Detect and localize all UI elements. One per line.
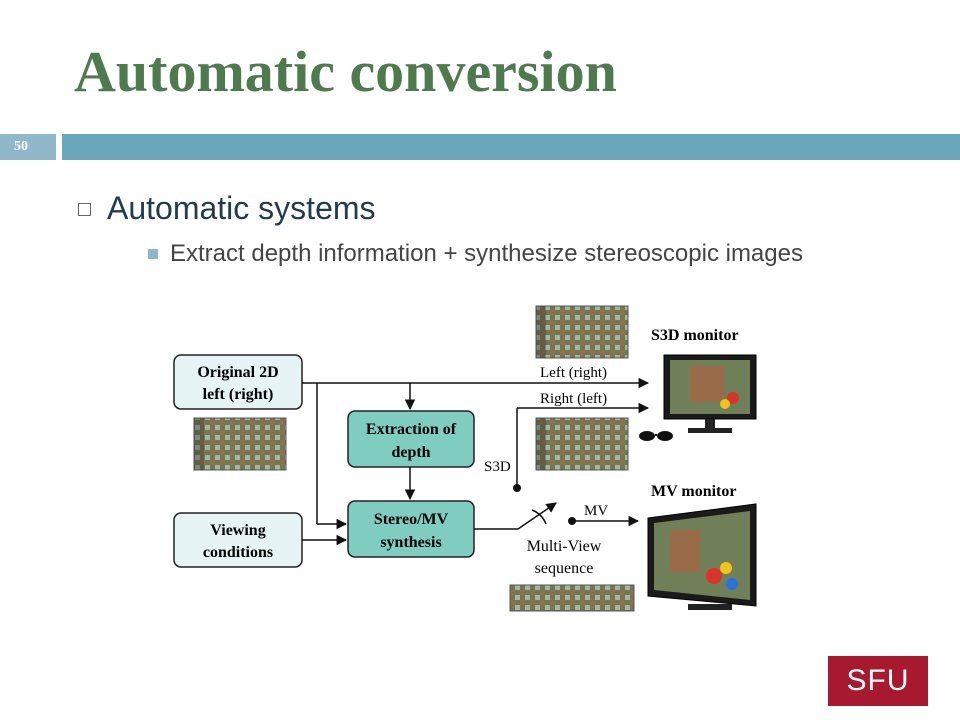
label-left-right: Left (right) [540,365,607,381]
bullet-level-2: Extract depth information + synthesize s… [148,240,803,268]
title-divider-bar [62,134,960,160]
box-extraction-line1: Extraction of [366,421,457,438]
s3d-switch-node [513,484,521,492]
glasses-icon [639,431,673,441]
label-right-left: Right (left) [540,391,607,407]
s3d-monitor-icon [663,354,757,433]
filled-square-bullet-icon [148,249,158,259]
bullet-level-1-text: Automatic systems [107,190,376,226]
frame-stack-input [193,417,287,471]
label-s3d-monitor: S3D monitor [651,327,739,344]
box-original-2d: Original 2D left (right) [173,354,303,410]
label-mv: MV [584,503,608,519]
slide-number-bar [0,134,56,160]
box-original-line1: Original 2D [197,364,278,381]
box-viewing-line1: Viewing [210,522,265,539]
frame-stack-right [535,417,629,471]
frame-stack-multiview [509,584,635,612]
slide-title: Automatic conversion [74,39,617,104]
label-mv-monitor: MV monitor [651,483,736,500]
box-synthesis-line1: Stereo/MV [374,511,449,528]
sfu-logo: SFU [828,656,928,706]
box-synthesis-line2: synthesis [380,534,441,551]
label-s3d: S3D [484,459,511,475]
frame-stack-top [535,305,629,359]
mv-switch-node [568,517,576,525]
square-bullet-icon [78,203,91,216]
slide-number: 50 [14,139,28,154]
box-viewing-conditions: Viewing conditions [173,512,303,568]
bullet-level-1: Automatic systems [78,190,376,227]
box-extraction-line2: depth [391,444,430,461]
conversion-diagram: Original 2D left (right) Viewing conditi… [173,305,757,612]
diagram-connectors [302,377,650,546]
label-multiview-line2: sequence [535,560,594,577]
box-extraction-of-depth: Extraction of depth [347,410,475,468]
box-stereo-mv-synthesis: Stereo/MV synthesis [347,500,475,558]
box-original-line2: left (right) [203,386,274,403]
label-multiview-line1: Multi-View [527,538,602,555]
mv-monitor-icon [647,503,757,610]
bullet-level-2-text: Extract depth information + synthesize s… [170,240,803,267]
box-viewing-line2: conditions [203,544,273,561]
